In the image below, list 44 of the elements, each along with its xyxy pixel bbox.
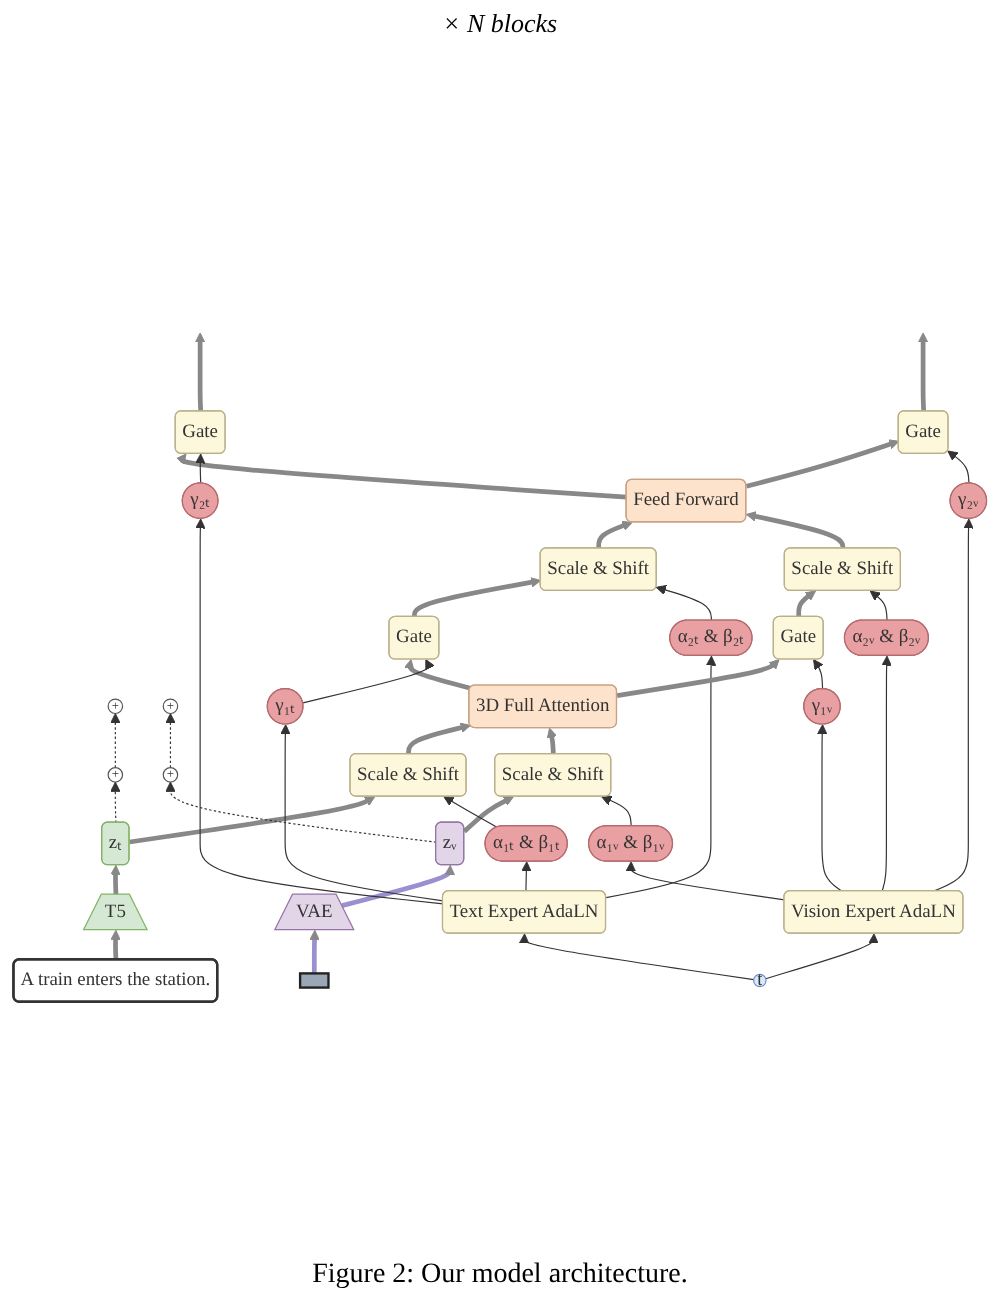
- arrow: [341, 864, 455, 908]
- arrow: [605, 655, 717, 899]
- arrow: [309, 929, 320, 974]
- node-circle: t: [753, 973, 767, 988]
- arrow: [195, 453, 206, 485]
- arrow: [655, 584, 713, 622]
- arrow: [881, 655, 892, 892]
- arrow: [110, 713, 121, 769]
- arrow: [932, 518, 974, 892]
- arrow: [601, 795, 632, 827]
- arrow: [110, 781, 121, 824]
- arrow: [194, 332, 206, 412]
- arrow: [176, 453, 627, 500]
- arrow: [518, 933, 755, 981]
- node-box: [298, 972, 330, 989]
- arrow: [521, 861, 532, 892]
- arrow: [195, 518, 444, 905]
- arrow: [129, 796, 376, 845]
- arrow: [796, 590, 816, 618]
- arrow: [443, 796, 498, 828]
- arrow: [947, 450, 970, 485]
- arrow: [616, 659, 780, 698]
- arrow: [412, 577, 542, 618]
- arrow: [546, 727, 557, 755]
- arrow: [745, 511, 846, 549]
- arrow: [280, 724, 444, 902]
- arrow: [302, 659, 435, 704]
- arrow: [745, 439, 900, 489]
- arrow: [165, 781, 437, 843]
- arrow: [813, 659, 824, 690]
- arrow: [596, 520, 633, 549]
- arrow: [404, 659, 471, 691]
- arrow: [110, 864, 121, 895]
- arrow: [917, 332, 929, 412]
- arrow: [165, 713, 176, 769]
- arrow: [869, 590, 888, 622]
- arrow: [765, 933, 879, 980]
- arrow: [110, 929, 121, 960]
- arrow: [462, 796, 514, 834]
- arrow: [406, 722, 471, 755]
- arrow: [625, 861, 786, 901]
- figure-caption: Figure 2: Our model architecture.: [312, 1260, 688, 1292]
- note-text: × N blocks: [442, 8, 558, 38]
- arrow: [817, 724, 843, 892]
